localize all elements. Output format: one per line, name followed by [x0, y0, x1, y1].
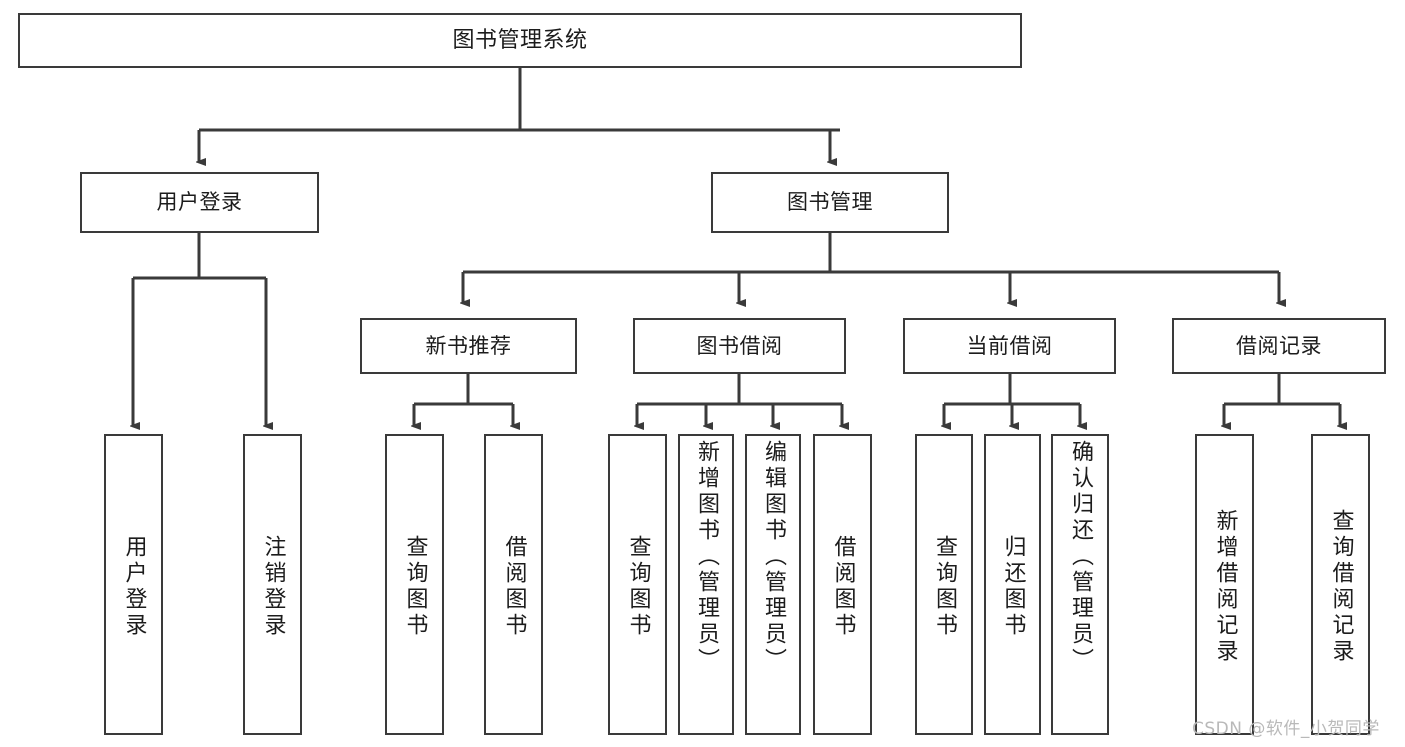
node-label: 图书管理系统	[452, 27, 588, 53]
node-label: 图书管理	[787, 190, 873, 215]
leaf-book-borrow-edit-book-admin[interactable]: 编辑图书（管理员）	[745, 434, 801, 735]
node-book-borrow[interactable]: 图书借阅	[633, 318, 846, 374]
leaf-current-borrow-return-book[interactable]: 归还图书	[984, 434, 1041, 735]
node-label: 注销登录	[260, 534, 286, 639]
node-label: 查询图书	[932, 534, 957, 639]
node-current-borrow[interactable]: 当前借阅	[903, 318, 1116, 374]
node-label: 借阅图书	[830, 534, 856, 639]
node-label: 确认归还（管理员）	[1068, 440, 1093, 674]
node-label: 用户登录	[156, 190, 243, 215]
leaf-book-borrow-borrow-book[interactable]: 借阅图书	[813, 434, 872, 735]
leaf-book-borrow-add-book-admin[interactable]: 新增图书（管理员）	[678, 434, 734, 735]
leaf-book-borrow-query-book[interactable]: 查询图书	[608, 434, 667, 735]
node-user-login[interactable]: 用户登录	[80, 172, 319, 233]
node-label: 查询借阅记录	[1328, 508, 1354, 665]
leaf-current-borrow-query-book[interactable]: 查询图书	[915, 434, 973, 735]
node-borrow-record[interactable]: 借阅记录	[1172, 318, 1386, 374]
node-label: 用户登录	[121, 534, 147, 639]
leaf-new-book-borrow-book[interactable]: 借阅图书	[484, 434, 543, 735]
leaf-new-book-query-book[interactable]: 查询图书	[385, 434, 444, 735]
node-new-book-recommend[interactable]: 新书推荐	[360, 318, 577, 374]
node-book-management[interactable]: 图书管理	[711, 172, 949, 233]
leaf-current-borrow-confirm-return-admin[interactable]: 确认归还（管理员）	[1051, 434, 1109, 735]
node-label: 编辑图书（管理员）	[761, 440, 786, 674]
leaf-user-login-login[interactable]: 用户登录	[104, 434, 163, 735]
leaf-user-login-logout[interactable]: 注销登录	[243, 434, 302, 735]
node-label: 新增借阅记录	[1212, 508, 1238, 665]
node-label: 归还图书	[1000, 534, 1026, 639]
node-label: 查询图书	[625, 534, 651, 639]
node-label: 当前借阅	[966, 333, 1053, 358]
node-label: 借阅记录	[1236, 333, 1322, 358]
node-label: 新书推荐	[425, 333, 512, 358]
csdn-watermark: CSDN @软件_小贺同学	[1192, 719, 1380, 739]
node-label: 查询图书	[402, 534, 428, 639]
node-label: 图书借阅	[696, 333, 783, 358]
node-label: 新增图书（管理员）	[694, 440, 719, 674]
node-root-book-management-system[interactable]: 图书管理系统	[18, 13, 1022, 68]
node-label: 借阅图书	[501, 534, 527, 639]
leaf-borrow-record-add-record[interactable]: 新增借阅记录	[1195, 434, 1254, 735]
leaf-borrow-record-query-record[interactable]: 查询借阅记录	[1311, 434, 1370, 735]
